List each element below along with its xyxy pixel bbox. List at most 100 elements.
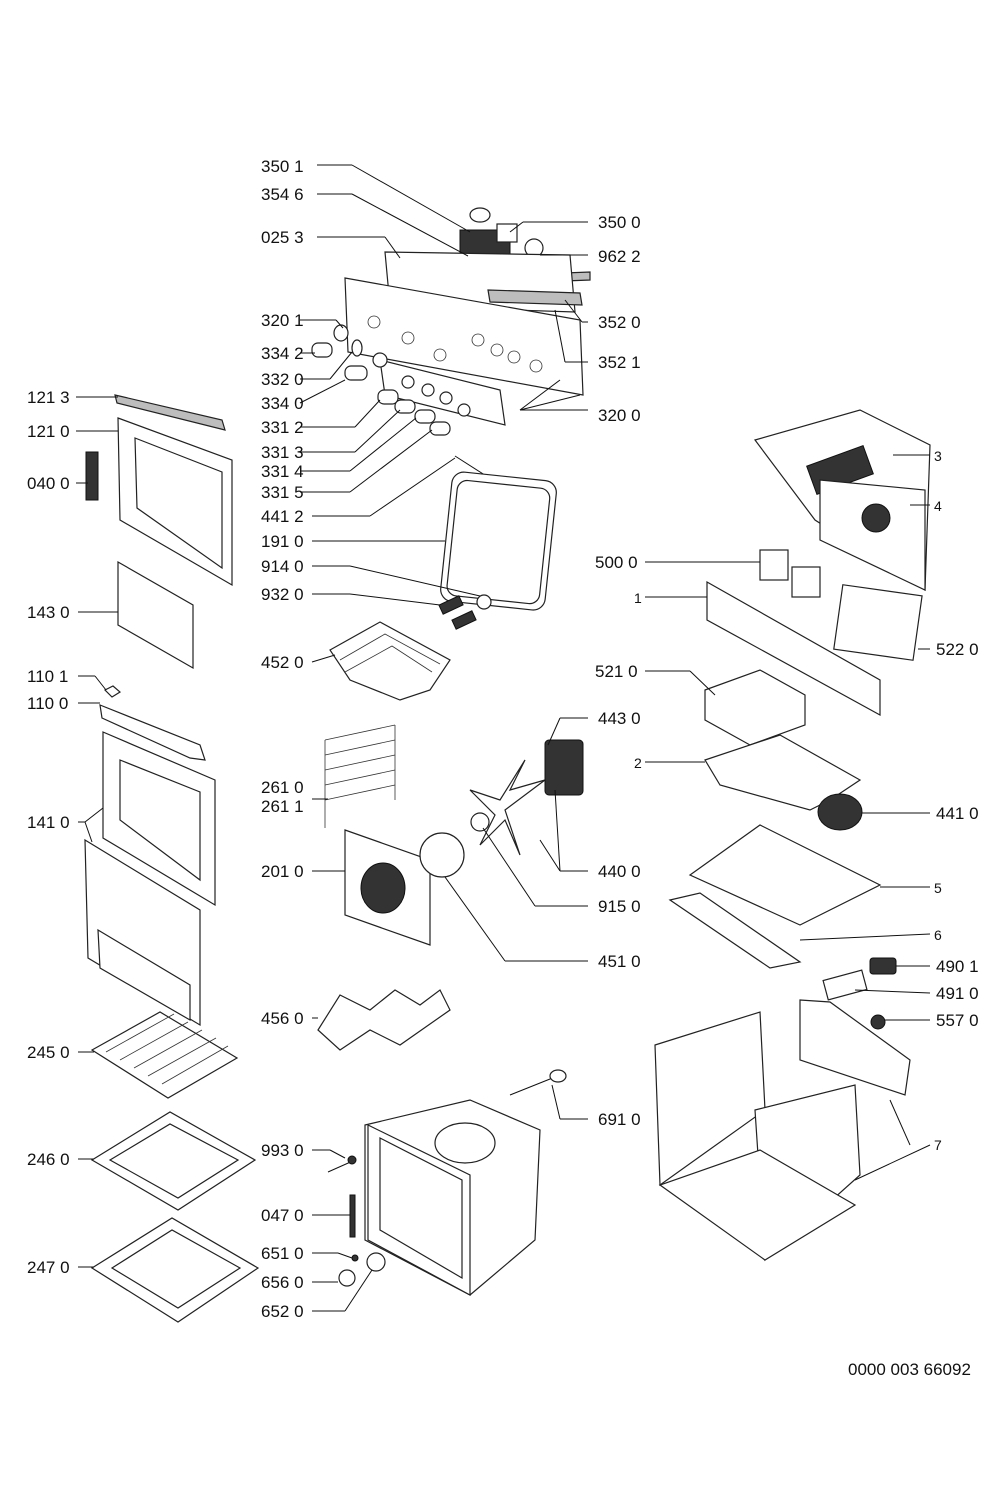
- label-3521: 352 1: [598, 353, 641, 372]
- shelf-supports-2610: [324, 724, 396, 828]
- part-6510: [351, 1254, 359, 1262]
- label-3342: 334 2: [261, 344, 304, 363]
- knob-3501: [469, 207, 491, 223]
- label-0470: 047 0: [261, 1206, 304, 1225]
- spring-9320b: [451, 610, 477, 630]
- label-3315: 331 5: [261, 483, 304, 502]
- door-glass-inner-2: [97, 928, 191, 1022]
- label-3313: 331 3: [261, 443, 304, 462]
- module-5220: [833, 584, 923, 661]
- part-6560: [338, 1269, 356, 1287]
- part-labels: 350 1 354 6 025 3 350 0 962 2 352 0 352 …: [27, 157, 979, 1321]
- label-3201: 320 1: [261, 311, 304, 330]
- label-1213: 121 3: [27, 388, 70, 407]
- label-3: 3: [934, 448, 942, 464]
- oven-door-group: [84, 394, 233, 1027]
- label-3546: 354 6: [261, 185, 304, 204]
- cavity-parts-group: [317, 455, 584, 1287]
- label-5000: 500 0: [595, 553, 638, 572]
- label-9320: 932 0: [261, 585, 304, 604]
- knob-set: [311, 324, 471, 436]
- label-1210: 121 0: [27, 422, 70, 441]
- label-2450: 245 0: [27, 1043, 70, 1062]
- cavity-back-disc: [434, 1122, 496, 1164]
- label-4910: 491 0: [936, 984, 979, 1003]
- label-4520: 452 0: [261, 653, 304, 672]
- fan-4410: [817, 793, 863, 831]
- label-1410: 141 0: [27, 813, 70, 832]
- label-5220: 522 0: [936, 640, 979, 659]
- grill-element-4520: [329, 621, 451, 701]
- label-6510: 651 0: [261, 1244, 304, 1263]
- relay-5000b: [791, 566, 821, 598]
- pin-0470: [349, 1194, 356, 1238]
- gasket-1910-inner: [446, 479, 551, 605]
- control-panel-group: [311, 207, 591, 436]
- label-3500: 350 0: [598, 213, 641, 232]
- grill-coils: [339, 633, 441, 673]
- part-5570: [870, 1014, 886, 1030]
- cavity-opening: [379, 1137, 463, 1280]
- panel-holes: [367, 315, 543, 373]
- terminal-block-4910: [822, 969, 868, 1001]
- door-window-inner: [134, 437, 223, 570]
- door-trim-1213: [114, 394, 226, 431]
- label-9140: 914 0: [261, 557, 304, 576]
- glass-1430: [117, 560, 194, 670]
- label-6: 6: [934, 927, 942, 943]
- bottom-plate-5: [688, 824, 882, 926]
- switch-3500: [496, 223, 518, 243]
- sensor-head: [549, 1069, 567, 1083]
- leader-lines: [76, 164, 931, 1312]
- label-2610: 261 0: [261, 778, 304, 797]
- clip-1101: [103, 685, 122, 698]
- base-5210: [704, 669, 806, 746]
- fan-motor-4430: [544, 739, 584, 796]
- handle-1100: [99, 704, 206, 761]
- label-4400: 440 0: [598, 862, 641, 881]
- label-2: 2: [634, 755, 642, 771]
- trays-group: [90, 1011, 260, 1323]
- chassis-group: [654, 409, 931, 1262]
- label-6910: 691 0: [598, 1110, 641, 1129]
- label-1100: 110 0: [27, 694, 68, 713]
- label-5570: 557 0: [936, 1011, 979, 1030]
- label-4412: 441 2: [261, 507, 304, 526]
- hinge-0400: [85, 451, 99, 501]
- fan-motor-4: [861, 503, 891, 533]
- back-panel-4: [819, 479, 926, 591]
- label-1430: 143 0: [27, 603, 70, 622]
- label-2460: 246 0: [27, 1150, 70, 1169]
- label-2470: 247 0: [27, 1258, 70, 1277]
- label-2010: 201 0: [261, 862, 304, 881]
- heating-element-4560: [317, 989, 451, 1051]
- tray-2460-inner: [108, 1123, 240, 1199]
- label-5: 5: [934, 880, 942, 896]
- label-9622: 962 2: [598, 247, 641, 266]
- screw-head: [347, 1155, 357, 1165]
- nut-9140: [476, 594, 492, 610]
- spring-9320: [438, 595, 464, 615]
- front-panel-3200: [344, 277, 584, 396]
- label-3200: 320 0: [598, 406, 641, 425]
- label-3501: 350 1: [261, 157, 304, 176]
- part-6520: [366, 1252, 386, 1272]
- label-4560: 456 0: [261, 1009, 304, 1028]
- label-4510: 451 0: [598, 952, 641, 971]
- label-5210: 521 0: [595, 662, 638, 681]
- label-4410: 441 0: [936, 804, 979, 823]
- label-6560: 656 0: [261, 1273, 304, 1292]
- washer-9150: [470, 812, 490, 832]
- rear-panel: [799, 999, 911, 1096]
- control-board-1: [706, 580, 881, 717]
- label-4430: 443 0: [598, 709, 641, 728]
- fan-blade-4400: [469, 759, 546, 856]
- trim-6: [668, 892, 802, 969]
- label-3520: 352 0: [598, 313, 641, 332]
- base-frame-7: [658, 1149, 857, 1261]
- label-1101: 110 1: [27, 667, 68, 686]
- label-3340: 334 0: [261, 394, 304, 413]
- relay-5000a: [759, 549, 789, 581]
